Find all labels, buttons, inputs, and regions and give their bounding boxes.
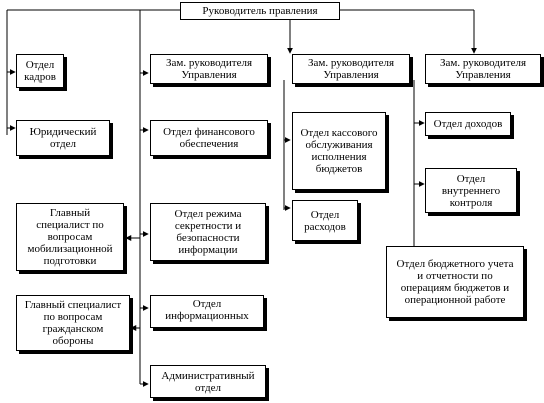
hr-department-label: Отдел кадров (24, 59, 56, 83)
internal-control-department-label: Отдел внутреннего контроля (441, 172, 501, 209)
deputy-1-label: Зам. руководителя Управления (165, 57, 253, 81)
income-department-box: Отдел доходов (425, 112, 511, 136)
deputy-2-label: Зам. руководителя Управления (307, 57, 395, 81)
secrecy-department-box: Отдел режима секретности и безопасности … (150, 203, 266, 261)
mobilization-specialist-box: Главный специалист по вопросам мобилизац… (16, 203, 124, 271)
civil-defense-specialist-box: Главный специалист по вопросам гражданск… (16, 295, 130, 351)
income-department-label: Отдел доходов (433, 118, 503, 130)
admin-department-box: Административный отдел (150, 365, 266, 398)
deputy-2-box: Зам. руководителя Управления (292, 54, 410, 84)
mobilization-specialist-label: Главный специалист по вопросам мобилизац… (27, 207, 113, 267)
internal-control-department-box: Отдел внутреннего контроля (425, 168, 517, 213)
cash-service-department-box: Отдел кассового обслуживания исполнения … (292, 112, 386, 190)
admin-department-label: Административный отдел (161, 369, 255, 394)
head-label: Руководитель правления (202, 5, 318, 17)
it-department-label: Отдел информационных (165, 298, 249, 322)
deputy-1-box: Зам. руководителя Управления (150, 54, 268, 84)
accounting-department-box: Отдел бюджетного учета и отчетности по о… (386, 246, 524, 318)
cash-service-department-label: Отдел кассового обслуживания исполнения … (300, 127, 378, 175)
finance-department-label: Отдел финансового обеспечения (163, 126, 255, 150)
accounting-department-label: Отдел бюджетного учета и отчетности по о… (396, 258, 514, 306)
hr-department-box: Отдел кадров (16, 54, 64, 88)
civil-defense-specialist-label: Главный специалист по вопросам гражданск… (24, 299, 122, 347)
secrecy-department-label: Отдел режима секретности и безопасности … (174, 208, 242, 256)
expenses-department-label: Отдел расходов (304, 208, 346, 233)
it-department-box: Отдел информационных (150, 295, 264, 328)
expenses-department-box: Отдел расходов (292, 200, 358, 241)
legal-department-label: Юридический отдел (29, 126, 97, 150)
finance-department-box: Отдел финансового обеспечения (150, 120, 268, 156)
head-box: Руководитель правления (180, 2, 340, 20)
deputy-3-box: Зам. руководителя Управления (425, 54, 541, 84)
deputy-3-label: Зам. руководителя Управления (439, 57, 527, 81)
legal-department-box: Юридический отдел (16, 120, 110, 156)
blank-corner-box (485, 0, 522, 26)
